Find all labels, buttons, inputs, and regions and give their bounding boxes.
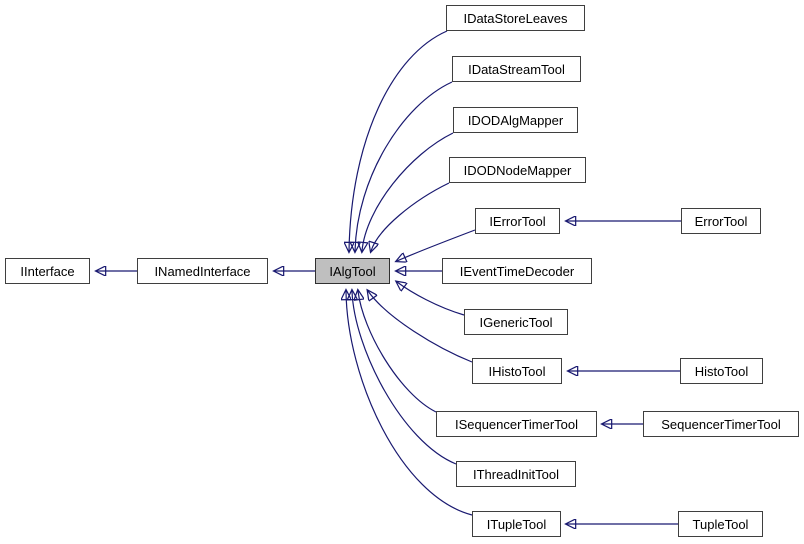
node-tupletool[interactable]: TupleTool	[678, 511, 763, 537]
node-isequencertimertool[interactable]: ISequencerTimerTool	[436, 411, 597, 437]
node-idodnodemapper[interactable]: IDODNodeMapper	[449, 157, 586, 183]
node-idatastreamtool[interactable]: IDataStreamTool	[452, 56, 581, 82]
edge-ierrortool-ialgtool	[397, 229, 476, 261]
node-inamedinterface[interactable]: INamedInterface	[137, 258, 268, 284]
node-idodalgmapper[interactable]: IDODAlgMapper	[453, 107, 578, 133]
edge-igenerictool-ialgtool	[397, 282, 465, 316]
node-ihistotool[interactable]: IHistoTool	[472, 358, 562, 384]
edge-idatastreamtool-ialgtool	[355, 81, 453, 251]
node-errortool[interactable]: ErrorTool	[681, 208, 761, 234]
node-histotool[interactable]: HistoTool	[680, 358, 763, 384]
node-ieventtimedecoder[interactable]: IEventTimeDecoder	[442, 258, 592, 284]
node-ialgtool[interactable]: IAlgTool	[315, 258, 390, 284]
node-sequencertimertool[interactable]: SequencerTimerTool	[643, 411, 799, 437]
edge-idodalgmapper-ialgtool	[362, 132, 454, 251]
node-ierrortool[interactable]: IErrorTool	[475, 208, 560, 234]
node-iinterface[interactable]: IInterface	[5, 258, 90, 284]
node-igenerictool[interactable]: IGenericTool	[464, 309, 568, 335]
node-ithreadinittool[interactable]: IThreadInitTool	[456, 461, 576, 487]
edge-idatastoreleaves-ialgtool	[349, 30, 448, 251]
edge-itupletool-ialgtool	[346, 291, 473, 516]
edge-ihistotool-ialgtool	[368, 291, 473, 363]
node-itupletool[interactable]: ITupleTool	[472, 511, 561, 537]
edge-idodnodemapper-ialgtool	[371, 182, 450, 251]
edge-isequencertimertool-ialgtool	[358, 291, 437, 413]
edge-ithreadinittool-ialgtool	[352, 291, 457, 465]
node-idatastoreleaves[interactable]: IDataStoreLeaves	[446, 5, 585, 31]
